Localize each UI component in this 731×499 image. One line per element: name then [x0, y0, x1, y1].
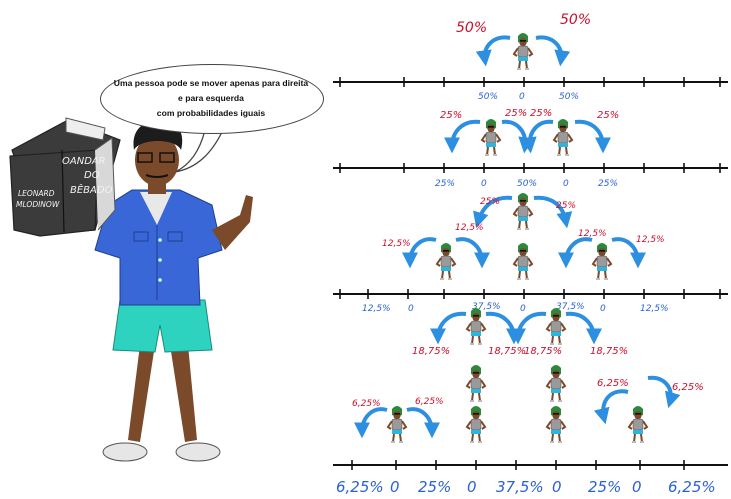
row1-axis-1: 0	[519, 92, 525, 102]
row3-axis-6: 12,5%	[640, 304, 669, 314]
row5-axis-4: 37,5%	[496, 478, 544, 496]
number-lines	[333, 81, 728, 466]
row5-axis-0: 6,25%	[336, 478, 384, 496]
row2-move-0: 25%	[440, 110, 462, 121]
walker-row2-right	[553, 118, 573, 156]
row4-move-0: 18,75%	[412, 346, 450, 357]
row4-move-1: 18,75%	[488, 346, 526, 357]
walker-row3-center	[513, 242, 533, 280]
row3-axis-4: 37,5%	[556, 302, 585, 312]
book-author-line1: LEONARD	[18, 189, 55, 198]
row2-axis-0: 25%	[435, 179, 455, 189]
arrow-row2-1	[444, 119, 481, 154]
row2-move-1: 25%	[505, 108, 527, 119]
arrow-row1-right	[535, 35, 571, 67]
walker-row1	[513, 32, 533, 70]
speech-line-1: Uma pessoa pode se mover apenas para dir…	[113, 78, 309, 88]
arrow-row5-2	[406, 407, 440, 439]
walker-row5-b	[546, 364, 566, 402]
arrow-row2-2	[501, 119, 535, 154]
row3-move-0: 12,5%	[382, 239, 411, 249]
walker-row2-left	[481, 118, 501, 156]
walker-row5-a	[466, 364, 486, 402]
row5-axis-3: 0	[467, 478, 477, 496]
arrow-row3-1	[402, 237, 437, 269]
row1-left-probability: 50%	[456, 20, 487, 36]
speech-text: Uma pessoa pode se mover apenas para dir…	[100, 76, 322, 121]
speech-bubble	[100, 64, 324, 134]
arrow-row3-3	[558, 237, 593, 269]
book-title-line1: OANDAR	[62, 156, 106, 167]
row2-move-3: 25%	[597, 110, 619, 121]
row3-move-2: 25%	[480, 197, 500, 207]
arrow-row5-4	[647, 375, 681, 409]
row1-right-probability: 50%	[560, 12, 591, 28]
arrow-row5-1	[354, 407, 388, 439]
speech-tail	[174, 129, 223, 173]
row5-axis-8: 6,25%	[668, 478, 716, 496]
book-title-line2: DO	[84, 170, 100, 181]
row5-axis-6: 25%	[588, 478, 621, 496]
row5-axis-labels: 6,25% 0 25% 0 37,5% 0 25% 0 6,25%	[336, 478, 716, 496]
row5-axis-7: 0	[632, 478, 642, 496]
row5-axis-2: 25%	[418, 478, 451, 496]
arrow-row4-4	[565, 311, 602, 345]
arrow-row3-center-left	[473, 195, 513, 229]
row4-move-2: 18,75%	[524, 346, 562, 357]
arrow-row3-2	[455, 237, 490, 269]
row3-axis-1: 0	[408, 304, 414, 314]
book-author-line2: MLODINOW	[16, 200, 60, 209]
row4-move-3: 18,75%	[590, 346, 628, 357]
row3-move-5: 12,5%	[636, 235, 665, 245]
walker-row3-left	[436, 242, 456, 280]
arrow-row4-3	[510, 311, 547, 345]
row5-move-0: 6,25%	[352, 399, 381, 409]
walker-row5-d	[546, 405, 566, 443]
arrow-row1-left	[475, 35, 511, 67]
speech-line-3: com probabilidades iguais	[156, 108, 266, 118]
book	[9, 117, 121, 237]
row3-axis-2: 37,5%	[472, 302, 501, 312]
book-title-line3: BÊBADO	[70, 183, 113, 196]
row1-axis-0: 50%	[478, 92, 498, 102]
walker-row5-c	[466, 405, 486, 443]
arrow-row5-3	[593, 389, 629, 425]
man-figure	[70, 121, 253, 462]
row3-axis-3: 0	[520, 304, 526, 314]
row5-move-1: 6,25%	[415, 397, 444, 407]
row3-axis-5: 0	[600, 304, 606, 314]
row1-axis-2: 50%	[559, 92, 579, 102]
row2-axis-4: 25%	[598, 179, 618, 189]
arrow-row2-3	[520, 119, 554, 154]
row5-move-3: 6,25%	[672, 382, 704, 393]
row5-axis-5: 0	[552, 478, 562, 496]
arrow-row4-2	[485, 311, 522, 345]
axis-ticks	[339, 77, 721, 470]
arrow-row4-1	[430, 311, 467, 345]
row3-axis-0: 12,5%	[362, 304, 391, 314]
row2-axis-2: 50%	[517, 179, 537, 189]
walker-row3-right	[592, 242, 612, 280]
walker-row4-right	[546, 307, 566, 345]
row3-move-4: 12,5%	[578, 229, 607, 239]
walker-row5-left	[387, 405, 407, 443]
row2-axis-3: 0	[563, 179, 569, 189]
row5-axis-1: 0	[390, 478, 400, 496]
walker-row4-left	[466, 307, 486, 345]
row2-move-2: 25%	[530, 108, 552, 119]
walker-row3-center-top	[513, 192, 533, 230]
arrow-row3-center-right	[533, 195, 573, 229]
arrow-row2-4	[574, 119, 611, 154]
walker-row5-right	[628, 405, 648, 443]
row2-axis-1: 0	[481, 179, 487, 189]
arrow-row3-4	[611, 237, 646, 269]
speech-line-2: e para esquerda	[178, 93, 244, 103]
row3-move-3: 25%	[556, 201, 576, 211]
row3-move-1: 12,5%	[455, 223, 484, 233]
row5-move-2: 6,25%	[597, 378, 629, 389]
